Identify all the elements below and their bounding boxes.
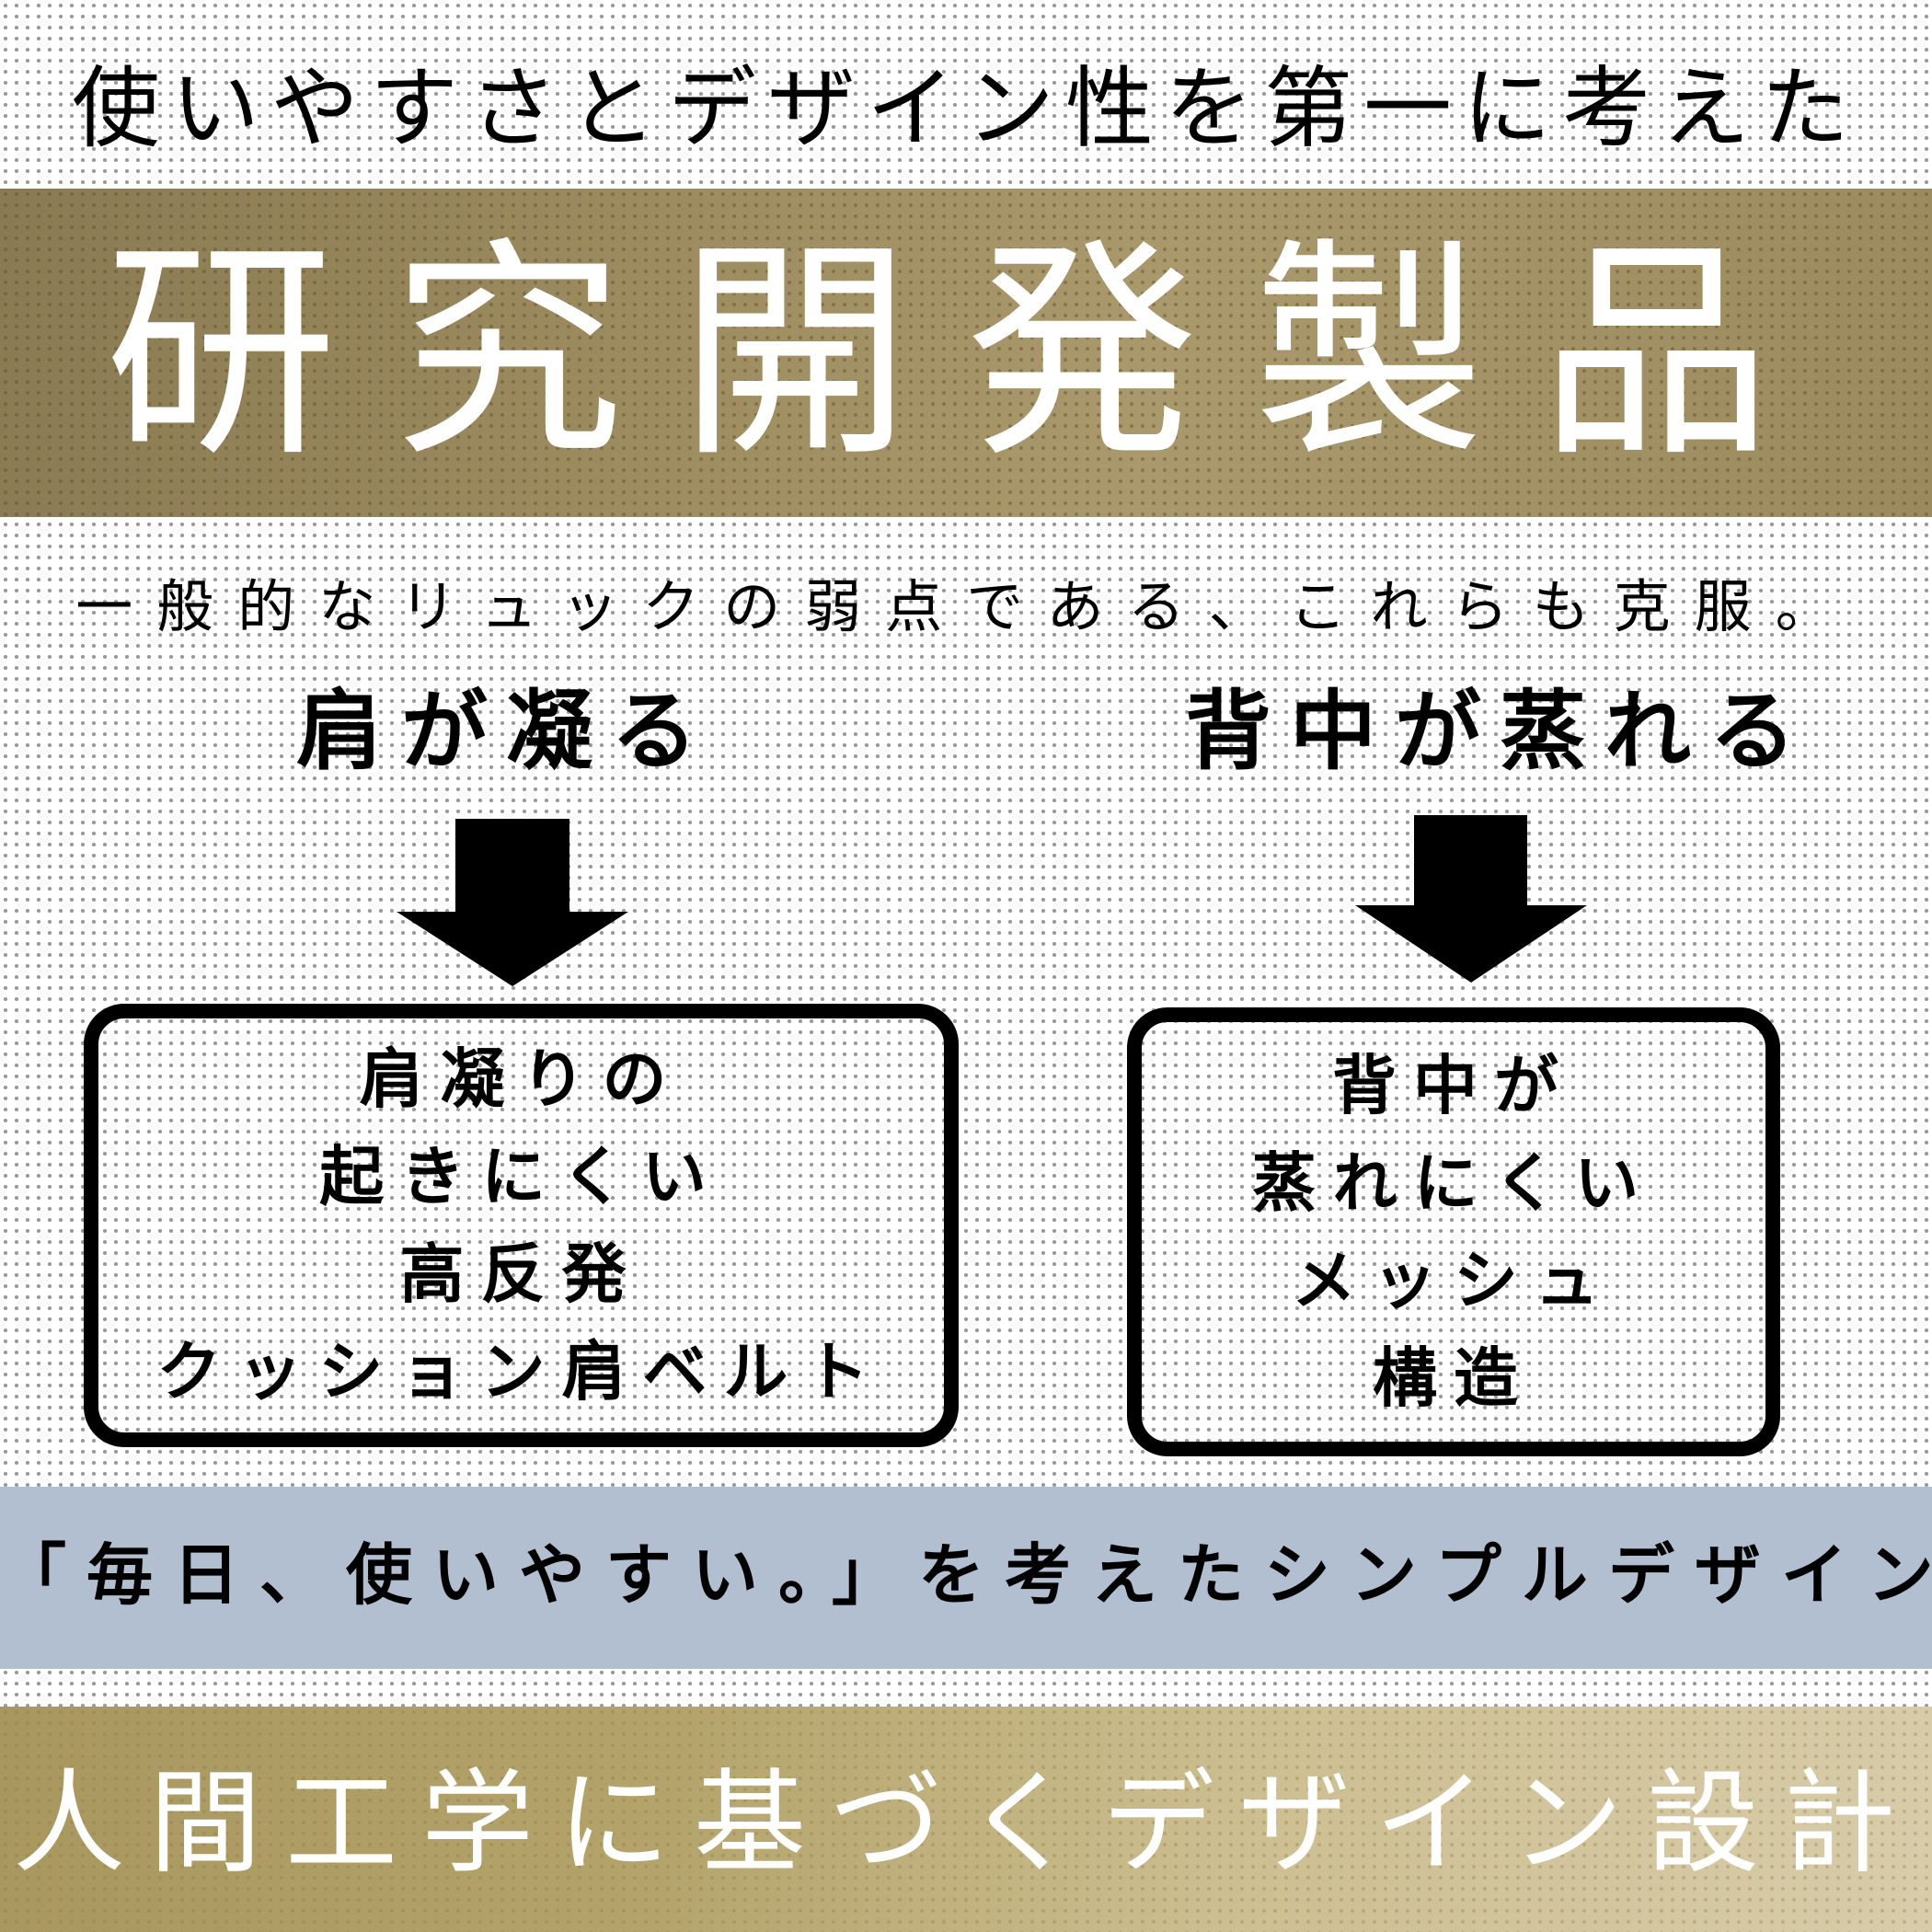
slogan-text: 「毎日、使いやすい。」を考えたシンプルデザイン [0, 1535, 1932, 1614]
slogan-band [0, 1487, 1932, 1669]
hero-title: 研究開発製品 [104, 219, 1827, 489]
problem-label-shoulder: 肩が凝る [295, 681, 716, 782]
title-band [0, 189, 1932, 517]
intro-text: 一般的なリュックの弱点である、これらも克服。 [75, 573, 1857, 640]
solution-line: 蒸れにくい [1251, 1144, 1656, 1221]
solution-line: 背中が [1332, 1047, 1575, 1123]
solution-line: 肩凝りの [359, 1041, 684, 1117]
tagline: 使いやすさとデザイン性を第一に考えた [72, 57, 1860, 160]
solution-box-back: 背中が 蒸れにくい メッシュ 構造 [1127, 1007, 1780, 1456]
down-arrow-icon [397, 819, 628, 986]
solution-box-shoulder: 肩凝りの 起きにくい 高反発 クッション肩ベルト [84, 1004, 959, 1447]
down-arrow-icon [1355, 815, 1587, 983]
footer-band [0, 1707, 1932, 1932]
solution-line: 高反発 [399, 1236, 643, 1312]
solution-line: メッシュ [1292, 1242, 1616, 1318]
solution-line: クッション肩ベルト [156, 1333, 886, 1409]
solution-line: 構造 [1373, 1340, 1535, 1416]
footer-text: 人間工学に基づくデザイン設計 [13, 1758, 1919, 1889]
solution-line: 起きにくい [319, 1138, 723, 1214]
problem-label-back: 背中が蒸れる [1184, 681, 1814, 782]
